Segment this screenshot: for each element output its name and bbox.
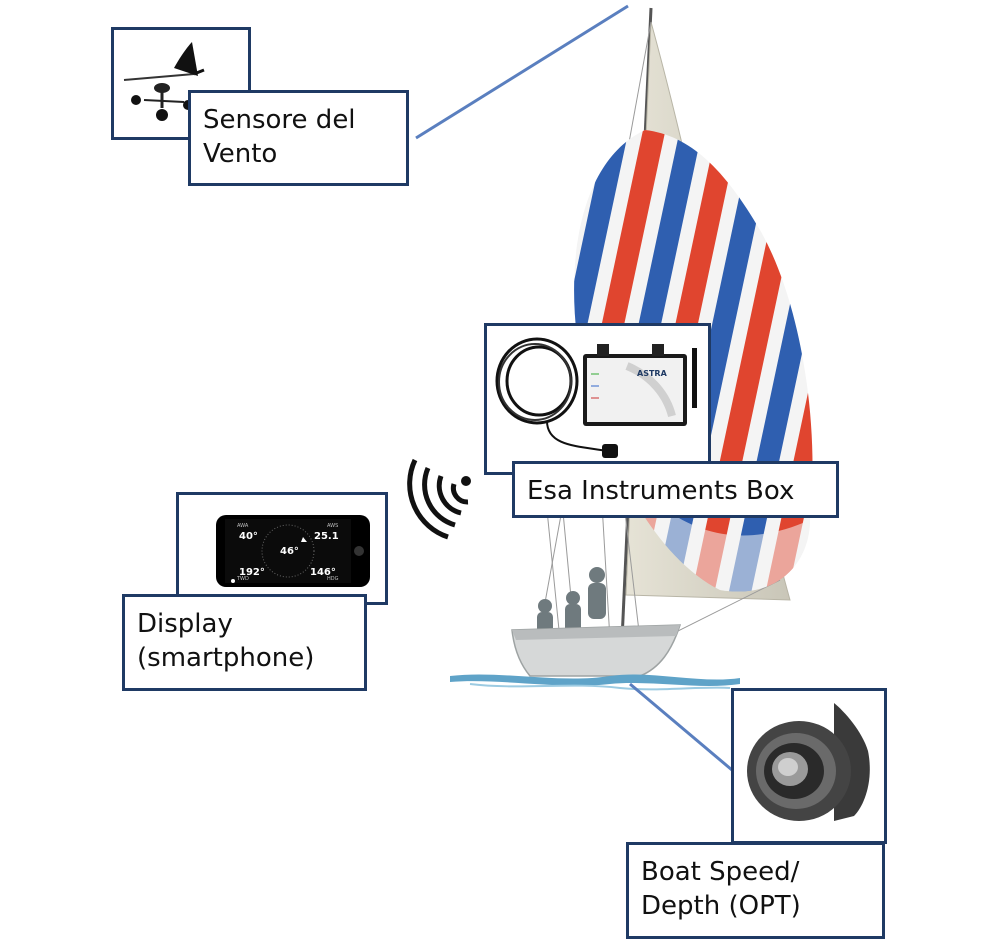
device-brand: ASTRA — [637, 369, 668, 378]
svg-text:AWS: AWS — [327, 523, 338, 529]
wifi-signal-icon — [407, 458, 469, 540]
connector-wind — [415, 4, 629, 140]
svg-text:TWD: TWD — [236, 576, 249, 582]
phone-top-right: 25.1 — [314, 531, 339, 542]
smartphone-icon: AWA AWS TWD HDG 40° 25.1 46° 192° 146° — [216, 515, 370, 587]
transducer-icon — [747, 703, 870, 821]
phone-center: 46° — [280, 546, 299, 557]
boat-speed-label: Boat Speed/ Depth (OPT) — [626, 842, 885, 939]
wind-vane-icon — [123, 42, 205, 121]
display-image: AWA AWS TWD HDG 40° 25.1 46° 192° 146° — [176, 492, 388, 605]
instruments-box-image: ASTRA — [484, 323, 711, 475]
instruments-box-label: Esa Instruments Box — [512, 461, 839, 518]
svg-text:AWA: AWA — [237, 523, 249, 529]
boat-speed-image — [731, 688, 887, 844]
phone-bottom-left: 192° — [239, 567, 265, 578]
connector-speed — [629, 682, 733, 772]
phone-top-left: 40° — [239, 531, 258, 542]
wind-sensor-label: Sensore del Vento — [188, 90, 409, 186]
water — [450, 674, 740, 686]
device-box-icon: ASTRA — [495, 337, 697, 458]
display-label: Display (smartphone) — [122, 594, 367, 691]
phone-bottom-right: 146° — [310, 567, 336, 578]
svg-text:HDG: HDG — [327, 576, 339, 582]
